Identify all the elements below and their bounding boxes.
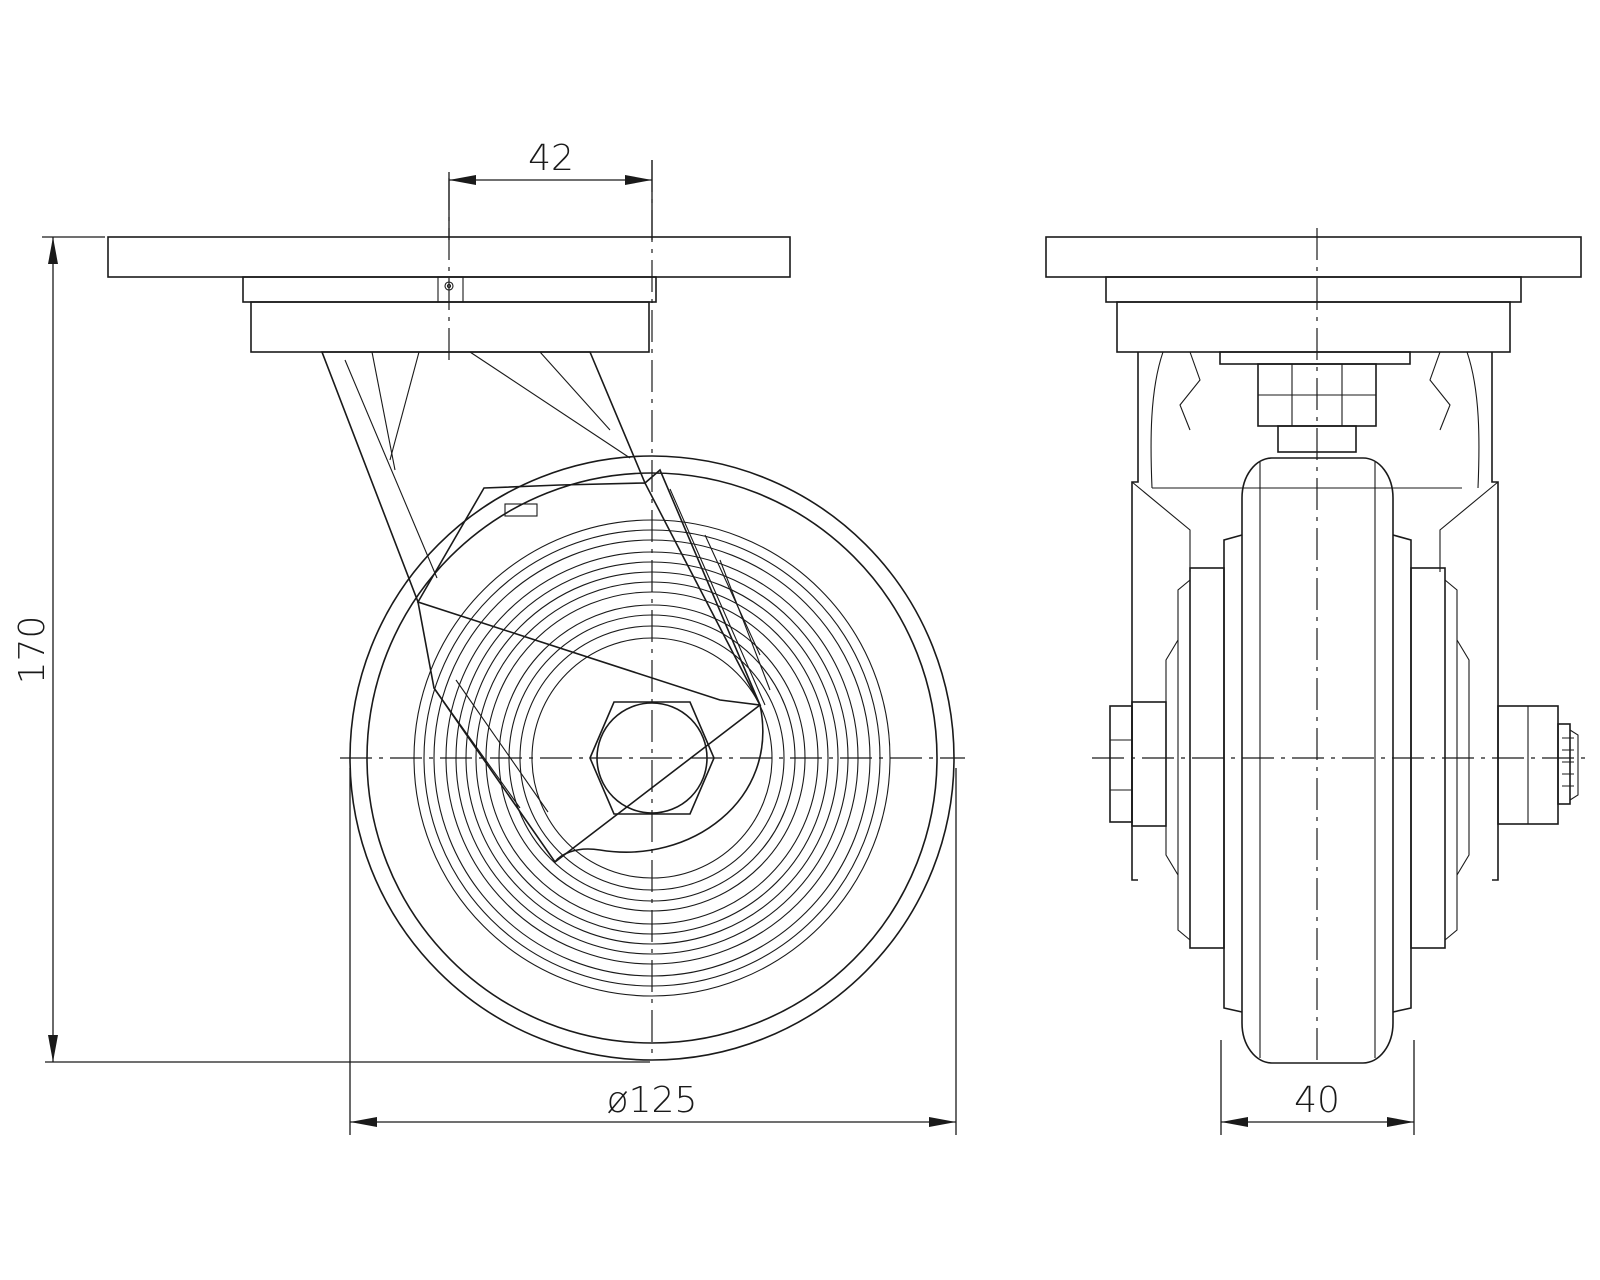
- dimension-kingpin-offset: 42: [448, 138, 653, 240]
- fork-legs: [1131, 351, 1499, 881]
- dim-label-40: 40: [1294, 1080, 1340, 1121]
- dim-label-42: 42: [528, 138, 574, 179]
- swivel-raceway: [250, 301, 650, 353]
- bearing-ring-side: [1105, 276, 1522, 303]
- swivel-caster-side-view: [1045, 228, 1592, 1065]
- swivel-caster-front-view: [107, 160, 965, 1061]
- kingpin-collar: [1219, 351, 1411, 365]
- fork-stop-plate: [504, 503, 538, 517]
- dim-label-170: 170: [12, 616, 53, 685]
- dim-label-diameter-125: ø125: [607, 1080, 698, 1121]
- grease-nipple: [437, 276, 464, 303]
- top-plate-side: [1045, 236, 1582, 278]
- dimension-wheel-width: 40: [1220, 1040, 1415, 1135]
- dimension-overall-height: 170: [12, 236, 650, 1063]
- raceway-side: [1116, 301, 1511, 353]
- dimension-wheel-diameter: ø125: [349, 768, 957, 1135]
- swivel-fork: [320, 351, 771, 864]
- axle-bolt: [1109, 701, 1579, 827]
